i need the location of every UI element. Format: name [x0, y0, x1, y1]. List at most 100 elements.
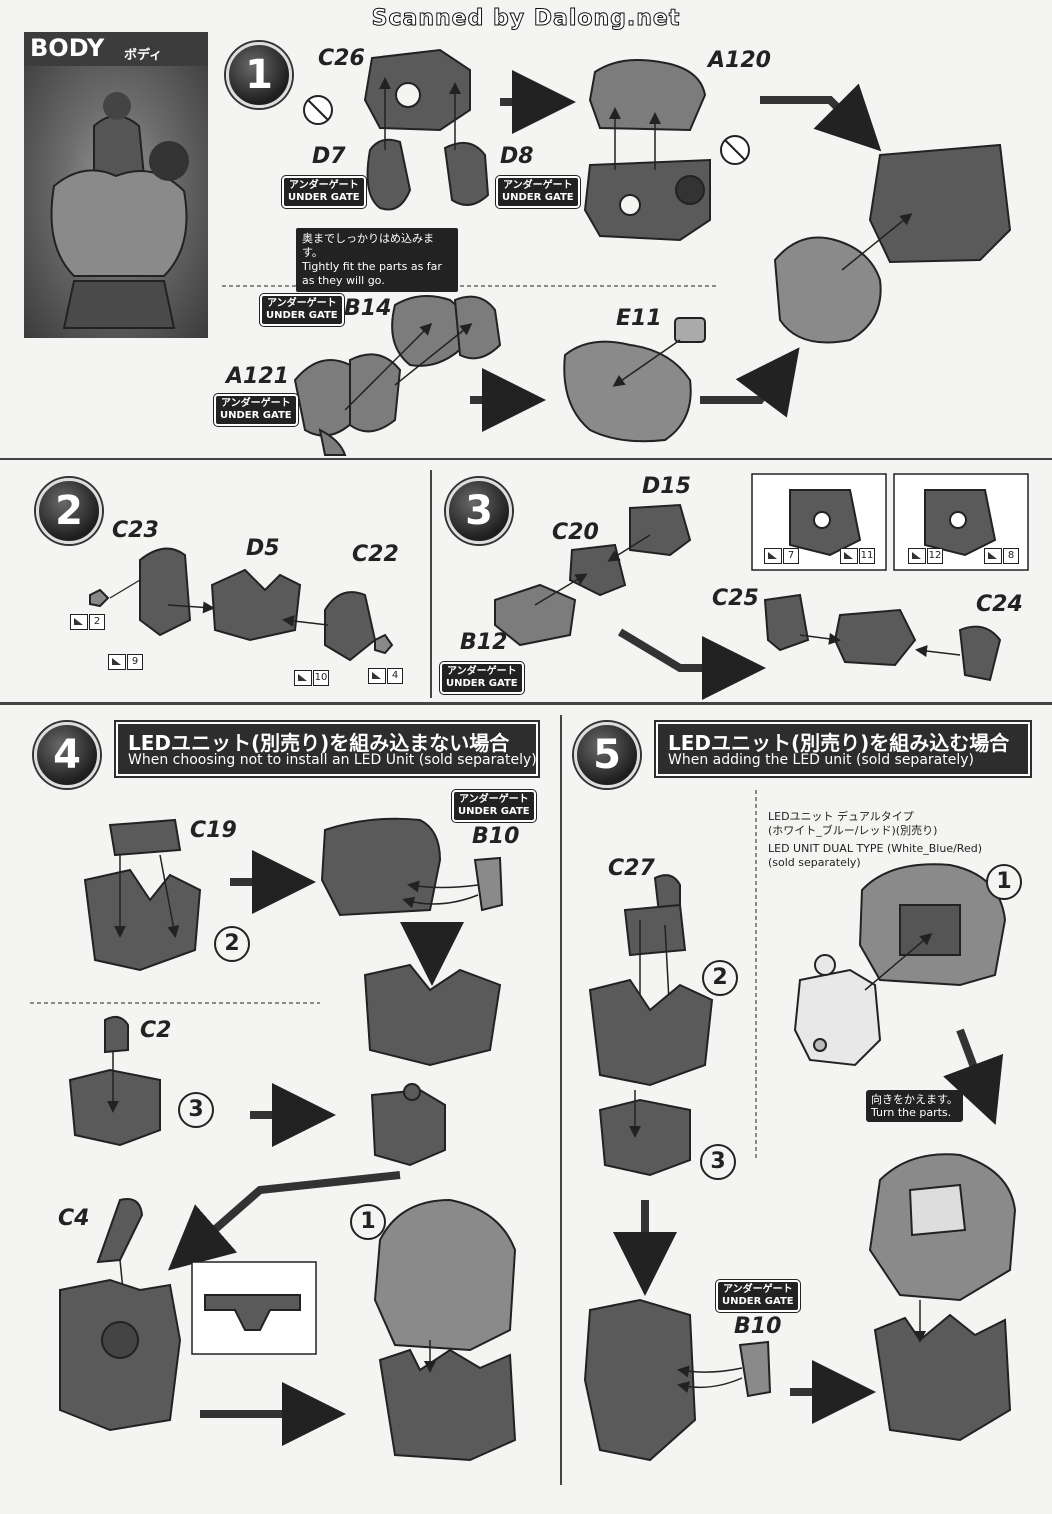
step3-part-b12 [494, 583, 577, 647]
step3-part-c25 [763, 593, 810, 652]
section-header: BODY ボディ [24, 32, 208, 66]
part-label-d7: D7 [312, 144, 346, 169]
scan-watermark: Scanned by Dalong.net [371, 6, 681, 32]
step-number-1: 1 [226, 42, 292, 108]
step4-detail [191, 1261, 317, 1355]
part-label-b10-a: B10 [472, 824, 520, 849]
step3-part-c20 [568, 543, 627, 597]
part-label-c23: C23 [112, 518, 159, 543]
step4-assembly-a [320, 817, 442, 917]
part-label-d5: D5 [246, 536, 280, 561]
gate-tag-8: 8 [984, 548, 1019, 564]
step4-assembly-c [370, 1083, 446, 1167]
step-number-3: 3 [446, 478, 512, 544]
step4-substep-2: 2 [214, 926, 250, 962]
turn-parts-note: 向きをかえます。 Turn the parts. [866, 1090, 963, 1122]
part-label-c27: C27 [608, 856, 655, 881]
gate-tag-12: 12 [908, 548, 943, 564]
step4-part-c19 [83, 818, 202, 972]
gate-tag-2: 2 [70, 614, 105, 630]
part-label-b12: B12 [460, 630, 508, 655]
step5-assembly-b [598, 1098, 691, 1177]
part-label-d8: D8 [500, 144, 534, 169]
no-cut-icon [303, 95, 333, 125]
body-reference-photo [24, 66, 208, 338]
part-label-e11: E11 [616, 306, 662, 331]
divider-row1 [0, 458, 1052, 460]
led-unit [793, 954, 882, 1067]
gate-tag-7: 7 [764, 548, 799, 564]
step1-part-e11 [563, 317, 706, 443]
part-label-c19: C19 [190, 818, 237, 843]
step5-result [868, 1153, 1017, 1442]
step4-part-b10-a [473, 856, 504, 912]
part-label-c2: C2 [140, 1018, 172, 1043]
divider-row2 [0, 702, 1052, 705]
step4-title-en: When choosing not to install an LED Unit… [128, 752, 537, 768]
part-label-d15: D15 [642, 474, 691, 499]
step4-assembly-d [59, 1278, 182, 1432]
step4-assembly-b [363, 963, 502, 1067]
step2-part-d5 [210, 568, 302, 642]
part-label-c26: C26 [318, 46, 365, 71]
part-label-b14: B14 [344, 296, 392, 321]
part-label-c4: C4 [58, 1206, 90, 1231]
step3-part-c24 [958, 625, 1002, 682]
step1-part-b14 [391, 295, 502, 367]
step5-title-jp: LEDユニット(別売り)を組み込む場合 [668, 731, 1010, 755]
step4-part-c4 [96, 1198, 144, 1264]
step3-core [833, 608, 917, 667]
step5-assembly-c [583, 1298, 697, 1462]
step1-result [773, 143, 1012, 344]
section-title-jp: ボディ [124, 48, 163, 63]
step4-substep-3: 3 [178, 1092, 214, 1128]
step1-part-d7 [366, 138, 412, 211]
step3-part-d15 [629, 503, 692, 557]
step2-part-c22 [324, 591, 394, 662]
step5-part-b10 [738, 1340, 772, 1398]
part-label-c25: C25 [712, 586, 759, 611]
step5-substep-1: 1 [986, 864, 1022, 900]
gate-tag-10: 10 [294, 670, 329, 686]
step-number-2: 2 [36, 478, 102, 544]
step4-result [373, 1198, 517, 1462]
step5-substep-2: 2 [702, 960, 738, 996]
gate-tag-11: 11 [840, 548, 875, 564]
part-label-a120: A120 [708, 48, 771, 73]
step5-assembly-a [588, 978, 714, 1087]
led-unit-label: LEDユニット デュアルタイプ (ホワイト_ブルー/レッド)(別売り) LED … [768, 810, 982, 869]
step2-part-c23 [89, 547, 192, 637]
step4-substep-1: 1 [350, 1204, 386, 1240]
divider-step2-3 [430, 470, 432, 698]
part-label-b10-b: B10 [734, 1314, 782, 1339]
part-label-c22: C22 [352, 542, 399, 567]
step4-title-jp: LEDユニット(別売り)を組み込まない場合 [128, 731, 510, 755]
step5-title-en: When adding the LED unit (sold separatel… [668, 752, 974, 768]
gate-tag-4: 4 [368, 668, 403, 684]
fit-tightly-note: 奥までしっかりはめ込みます。 Tightly fit the parts as … [296, 228, 458, 292]
step5-led-housing [858, 863, 1007, 987]
step5-substep-3: 3 [700, 1144, 736, 1180]
divider-step4-5 [560, 715, 562, 1485]
part-label-c24: C24 [976, 592, 1023, 617]
step5-banner: LEDユニット(別売り)を組み込む場合 When adding the LED … [656, 722, 1030, 776]
gate-tag-9: 9 [108, 654, 143, 670]
step4-banner: LEDユニット(別売り)を組み込まない場合 When choosing not … [116, 722, 538, 776]
step1-assembly-a120 [583, 59, 711, 242]
step1-part-d8 [443, 141, 490, 206]
step1-part-a121 [293, 353, 402, 456]
part-label-a121: A121 [226, 364, 289, 389]
step5-part-c27 [623, 874, 687, 957]
step-number-4: 4 [34, 722, 100, 788]
section-title-en: BODY [30, 34, 105, 62]
step-number-5: 5 [574, 722, 640, 788]
